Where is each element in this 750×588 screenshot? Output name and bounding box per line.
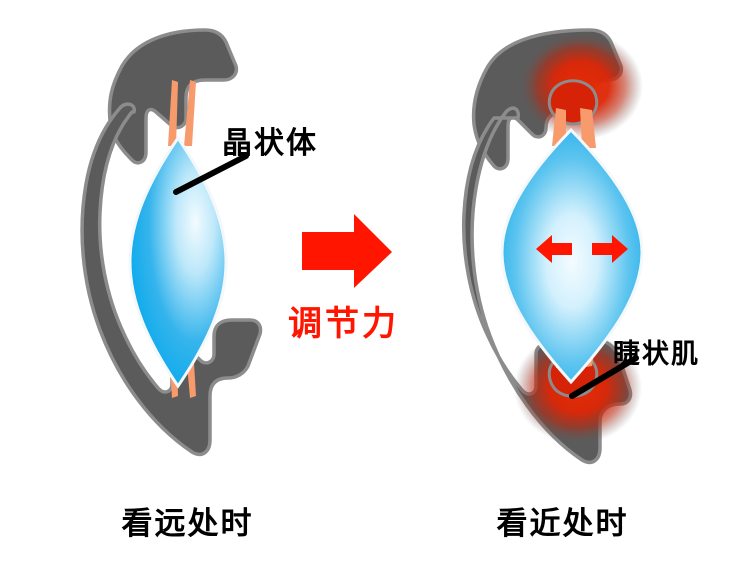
relaxed-eye-panel: [80, 28, 263, 457]
label-ciliary-muscle: 睫状肌: [613, 339, 700, 370]
right-arrow-icon: [592, 235, 628, 263]
transition-arrow: [302, 214, 392, 288]
label-crystalline-lens: 晶状体: [222, 126, 318, 161]
caption-far-vision: 看远处时: [121, 506, 254, 542]
crystalline-lens-flat: [128, 135, 228, 389]
lens-expansion-arrows: [536, 235, 628, 263]
ciliary-pointer-line: [569, 355, 639, 399]
lens-pointer-line: [173, 153, 249, 195]
label-accommodative-force: 调节力: [288, 304, 399, 344]
crystalline-lens-round: [500, 127, 644, 385]
caption-near-vision: 看近处时: [496, 506, 629, 542]
left-arrow-icon: [536, 235, 572, 263]
accommodated-eye-panel: [461, 28, 644, 465]
